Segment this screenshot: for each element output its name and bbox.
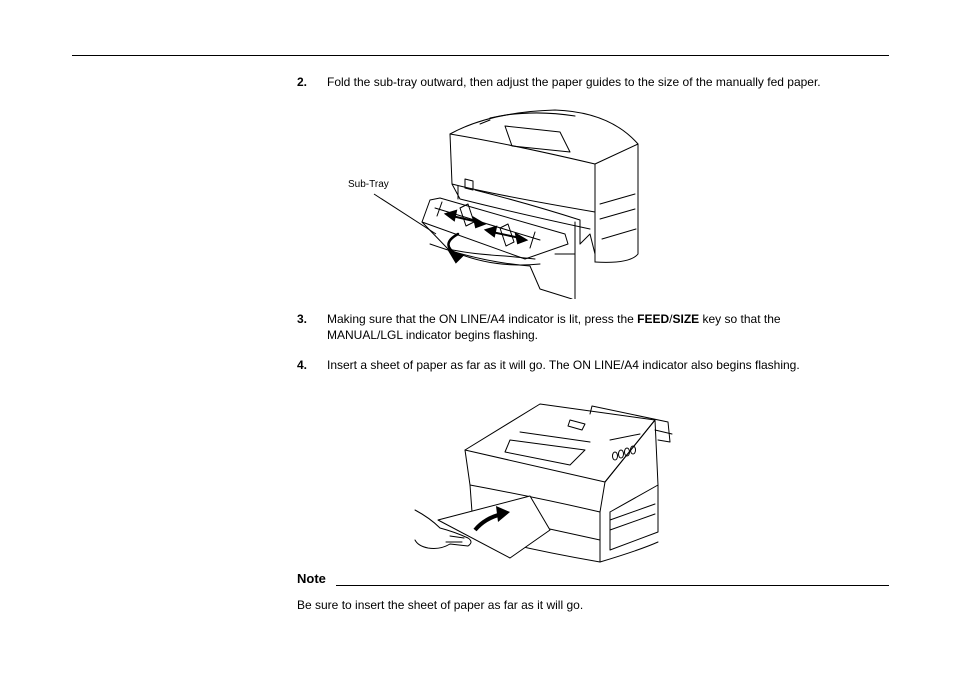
step-number: 4. [297,358,308,372]
key-name-feed: FEED [637,312,670,326]
step-text: Making sure that the ON LINE/A4 indicato… [327,312,781,342]
figure-sub-tray-illustration: Sub-Tray [348,109,639,299]
header-rule [72,55,889,56]
note-rule [336,585,889,586]
step-number: 2. [297,75,308,89]
sub-tray-callout: Sub-Tray [348,179,389,190]
note-text: Be sure to insert the sheet of paper as … [297,598,584,612]
key-name-size: SIZE [672,312,700,326]
note-label: Note [297,571,326,586]
step-text: Fold the sub-tray outward, then adjust t… [327,75,821,89]
step-number: 3. [297,312,308,326]
step-text: Insert a sheet of paper as far as it wil… [327,358,800,372]
figure-insert-paper-illustration [414,403,673,563]
